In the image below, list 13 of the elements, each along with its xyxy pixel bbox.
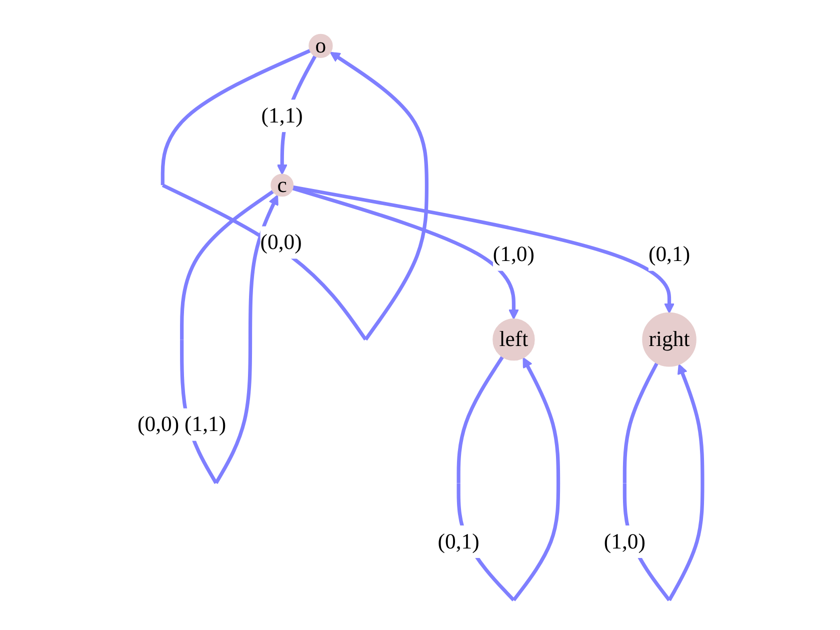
edge-label: (0,0) [260, 230, 302, 254]
edge-label: (1,0) [492, 242, 535, 266]
edge-label: (0,1) [648, 242, 690, 266]
node-circle: c [270, 174, 294, 197]
node-circle: left [492, 318, 535, 361]
edge-label: (1,0) [604, 529, 646, 554]
edge-label: (0,1) [438, 529, 480, 554]
arrow [292, 185, 675, 314]
node-circle: right [642, 312, 696, 367]
node-circle: o [308, 34, 333, 58]
edge-label: (1,1) [261, 103, 303, 128]
arrow [292, 186, 519, 320]
edge-label: (0,0) (1,1) [138, 412, 226, 436]
